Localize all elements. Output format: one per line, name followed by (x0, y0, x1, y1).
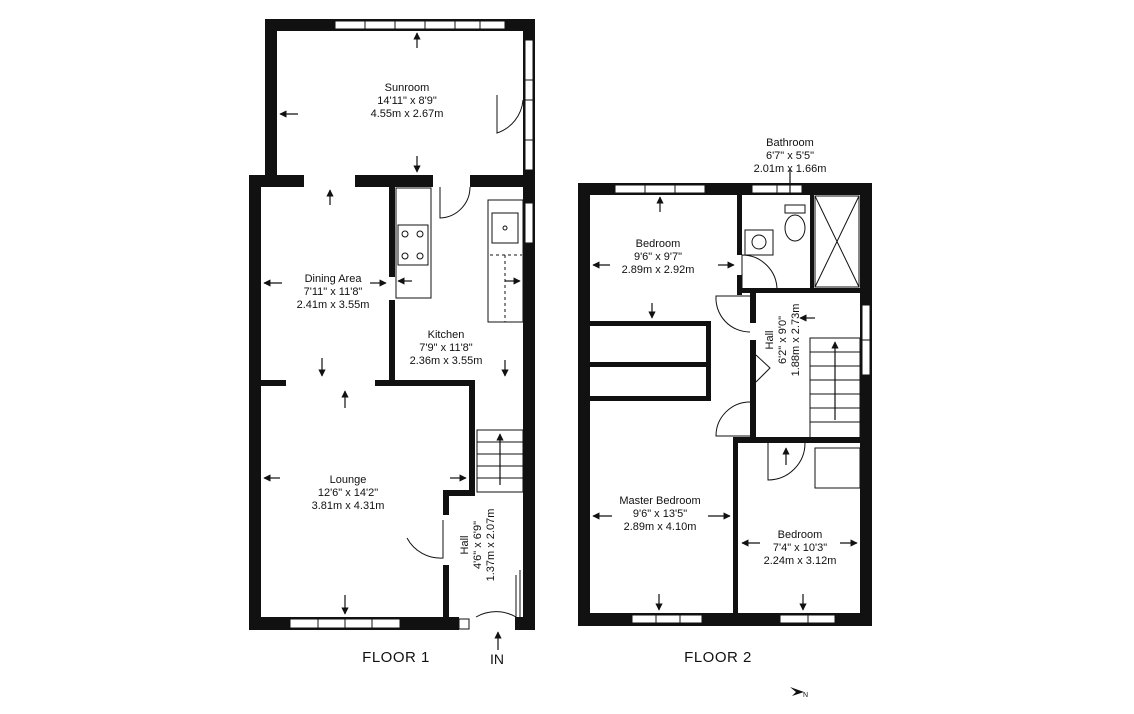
room-metric: 1.37m x 2.07m (485, 509, 497, 582)
kitchen-fixtures (395, 187, 524, 323)
floor-2-doors (715, 295, 806, 481)
hob-icon (397, 224, 429, 266)
room-name: Sunroom (385, 82, 430, 94)
room-name: Bathroom (766, 137, 814, 149)
room-label-sunroom: Sunroom 14'11" x 8'9" 4.55m x 2.67m (371, 82, 444, 120)
entrance-label: IN (490, 651, 504, 667)
floor-1-dimension-arrows (263, 32, 521, 650)
room-imperial: 14'11" x 8'9" (377, 95, 437, 107)
room-imperial: 7'9" x 11'8" (419, 342, 472, 354)
floor-1-windows (289, 20, 534, 630)
floor-2-dimension-arrows (592, 170, 858, 611)
room-label-master-bedroom: Master Bedroom 9'6" x 13'5" 2.89m x 4.10… (619, 495, 700, 533)
room-metric: 3.81m x 4.31m (312, 500, 385, 512)
room-imperial: 6'2" x 9'0" (777, 316, 789, 364)
room-name: Master Bedroom (619, 495, 700, 507)
room-label-hall-floor-1: Hall 4'6" x 6'9" 1.37m x 2.07m (459, 509, 497, 582)
room-label-bedroom-top: Bedroom 9'6" x 9'7" 2.89m x 2.92m (622, 238, 695, 276)
room-label-bedroom-bottom: Bedroom 7'4" x 10'3" 2.24m x 3.12m (764, 529, 837, 567)
room-metric: 2.89m x 4.10m (624, 521, 697, 533)
room-name: Dining Area (305, 273, 363, 285)
sink-icon (491, 212, 519, 244)
floor-2-title: FLOOR 2 (684, 649, 752, 666)
room-name: Bedroom (778, 529, 823, 541)
compass-label: N (803, 692, 808, 699)
room-imperial: 9'6" x 13'5" (633, 508, 687, 520)
compass-icon: N (790, 687, 808, 699)
floor-1-doors (406, 95, 524, 618)
bathroom-fixtures (741, 195, 860, 291)
room-name: Bedroom (636, 238, 681, 250)
room-metric: 2.36m x 3.55m (410, 355, 483, 367)
room-name: Kitchen (428, 329, 465, 341)
room-metric: 2.24m x 3.12m (764, 555, 837, 567)
room-label-bathroom: Bathroom 6'7" x 5'5" 2.01m x 1.66m (754, 137, 827, 175)
room-metric: 2.89m x 2.92m (622, 264, 695, 276)
room-metric: 2.41m x 3.55m (297, 299, 370, 311)
room-name: Hall (459, 536, 471, 555)
room-imperial: 9'6" x 9'7" (634, 251, 682, 263)
room-imperial: 4'6" x 6'9" (472, 521, 484, 569)
floor-1-title: FLOOR 1 (362, 649, 430, 666)
floor-2-windows (614, 184, 871, 624)
floor-2-stairs (809, 337, 861, 489)
room-label-lounge: Lounge 12'6" x 14'2" 3.81m x 4.31m (312, 474, 385, 512)
floor-1-stairs (476, 429, 524, 493)
room-name: Lounge (330, 474, 367, 486)
room-name: Hall (764, 331, 776, 350)
room-imperial: 7'4" x 10'3" (773, 542, 827, 554)
floor-1-plan: Sunroom 14'11" x 8'9" 4.55m x 2.67m Dini… (249, 19, 535, 667)
room-imperial: 12'6" x 14'2" (318, 487, 378, 499)
room-label-hall-floor-2: Hall 6'2" x 9'0" 1.88m x 2.73m (764, 304, 802, 377)
room-label-dining-area: Dining Area 7'11" x 11'8" 2.41m x 3.55m (297, 273, 370, 311)
room-metric: 1.88m x 2.73m (790, 304, 802, 377)
toilet-icon (784, 214, 806, 242)
room-imperial: 6'7" x 5'5" (766, 150, 814, 162)
basin-icon (744, 229, 774, 256)
room-metric: 2.01m x 1.66m (754, 163, 827, 175)
room-label-kitchen: Kitchen 7'9" x 11'8" 2.36m x 3.55m (410, 329, 483, 367)
shower-icon (814, 195, 860, 288)
room-metric: 4.55m x 2.67m (371, 108, 444, 120)
room-imperial: 7'11" x 11'8" (304, 286, 363, 298)
floor-2-plan: Bathroom 6'7" x 5'5" 2.01m x 1.66m Bedro… (578, 137, 872, 666)
